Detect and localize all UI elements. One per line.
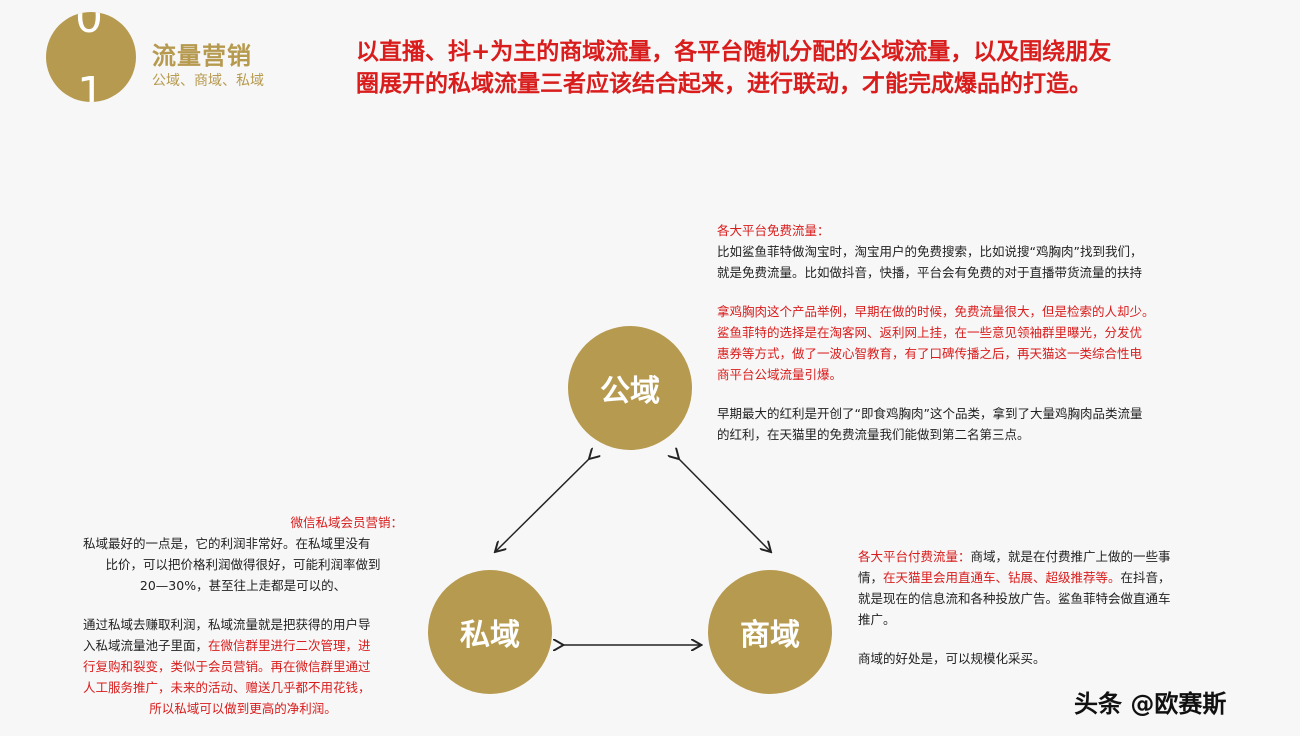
public-block-title: 各大平台免费流量： <box>717 223 830 238</box>
text-line: 比价，可以把价格利润做得很好，可能利润率做到 <box>105 557 381 572</box>
arrow-public-private <box>496 458 590 551</box>
section-number-digit: 0 <box>75 12 103 43</box>
text-line: 行复购和裂变，类似于会员营销。再在微信群里通过 <box>83 659 371 674</box>
text-line: 的红利，在天猫里的免费流量我们能做到第二名第三点。 <box>717 427 1030 442</box>
private-domain-node: 私域 <box>428 570 552 694</box>
text-segment: 在天猫里会用直通车、钻展、超级推荐等。 <box>883 570 1121 585</box>
headline-line: 以直播、抖+为主的商域流量，各平台随机分配的公域流量，以及围绕朋友 <box>356 39 1112 65</box>
section-number-digit: 1 <box>77 68 105 103</box>
text-line: 通过私域去赚取利润，私域流量就是把获得的用户导 <box>83 617 371 632</box>
section-subtitle: 公域、商域、私域 <box>152 73 264 89</box>
text-line: 各大平台付费流量：商域，就是在付费推广上做的一些事 <box>858 546 1218 567</box>
text-line: 就是免费流量。比如做抖音，快播，平台会有免费的对于直播带货流量的扶持 <box>717 265 1143 280</box>
text-segment: 商域，就是在付费推广上做的一些事 <box>970 549 1171 564</box>
text-line: 拿鸡胸肉这个产品举例，早期在做的时候，免费流量很大，但是检索的人却少。 <box>717 304 1155 319</box>
headline-line: 圈展开的私域流量三者应该结合起来，进行联动，才能完成爆品的打造。 <box>356 71 1092 97</box>
public-domain-description: 各大平台免费流量： 比如鲨鱼菲特做淘宝时，淘宝用户的免费搜索，比如说搜“鸡胸肉”… <box>717 220 1217 445</box>
text-line: 商平台公域流量引爆。 <box>717 367 843 382</box>
text-line: 比如鲨鱼菲特做淘宝时，淘宝用户的免费搜索，比如说搜“鸡胸肉”找到我们， <box>717 244 1143 259</box>
public-domain-node: 公域 <box>568 326 692 450</box>
text-segment: 在抖音， <box>1120 570 1171 585</box>
private-domain-description: 微信私域会员营销： 私域最好的一点是，它的利润非常好。在私域里没有 比价，可以把… <box>83 512 403 719</box>
text-segment: 情， <box>858 570 884 585</box>
text-line: 所以私域可以做到更高的净利润。 <box>149 701 337 716</box>
section-title: 流量营销 <box>152 42 252 70</box>
text-line: 人工服务推广，未来的活动、赠送几乎都不用花钱， <box>83 680 371 695</box>
text-segment: 在微信群里进行二次管理，进 <box>208 638 371 653</box>
commerce-domain-node: 商域 <box>708 570 832 694</box>
section-number-badge: 0 1 <box>46 12 136 102</box>
arrow-public-commerce <box>678 458 770 551</box>
text-line: 鲨鱼菲特的选择是在淘客网、返利网上挂，在一些意见领袖群里曝光，分发优 <box>717 325 1143 340</box>
text-line: 入私域流量池子里面，在微信群里进行二次管理，进 <box>83 635 403 656</box>
headline: 以直播、抖+为主的商域流量，各平台随机分配的公域流量，以及围绕朋友 圈展开的私域… <box>356 36 1196 100</box>
text-line: 就是现在的信息流和各种投放广告。鲨鱼菲特会做直通车 <box>858 591 1171 606</box>
text-line: 20—30%，甚至往上走都是可以的、 <box>139 578 347 593</box>
text-line: 情，在天猫里会用直通车、钻展、超级推荐等。在抖音， <box>858 567 1218 588</box>
text-line: 惠券等方式，做了一波心智教育，有了口碑传播之后，再天猫这一类综合性电 <box>717 346 1143 361</box>
watermark: 头条 @欧赛斯 <box>1074 690 1227 718</box>
text-segment: 入私域流量池子里面， <box>83 638 209 653</box>
private-block-title: 微信私域会员营销： <box>290 515 403 530</box>
commerce-block-title: 各大平台付费流量： <box>858 549 971 564</box>
text-line: 推广。 <box>858 612 896 627</box>
text-line: 商域的好处是，可以规模化采买。 <box>858 651 1046 666</box>
text-line: 私域最好的一点是，它的利润非常好。在私域里没有 <box>83 536 371 551</box>
text-line: 早期最大的红利是开创了“即食鸡胸肉”这个品类，拿到了大量鸡胸肉品类流量 <box>717 406 1143 421</box>
commerce-domain-description: 各大平台付费流量：商域，就是在付费推广上做的一些事 情，在天猫里会用直通车、钻展… <box>858 546 1218 669</box>
